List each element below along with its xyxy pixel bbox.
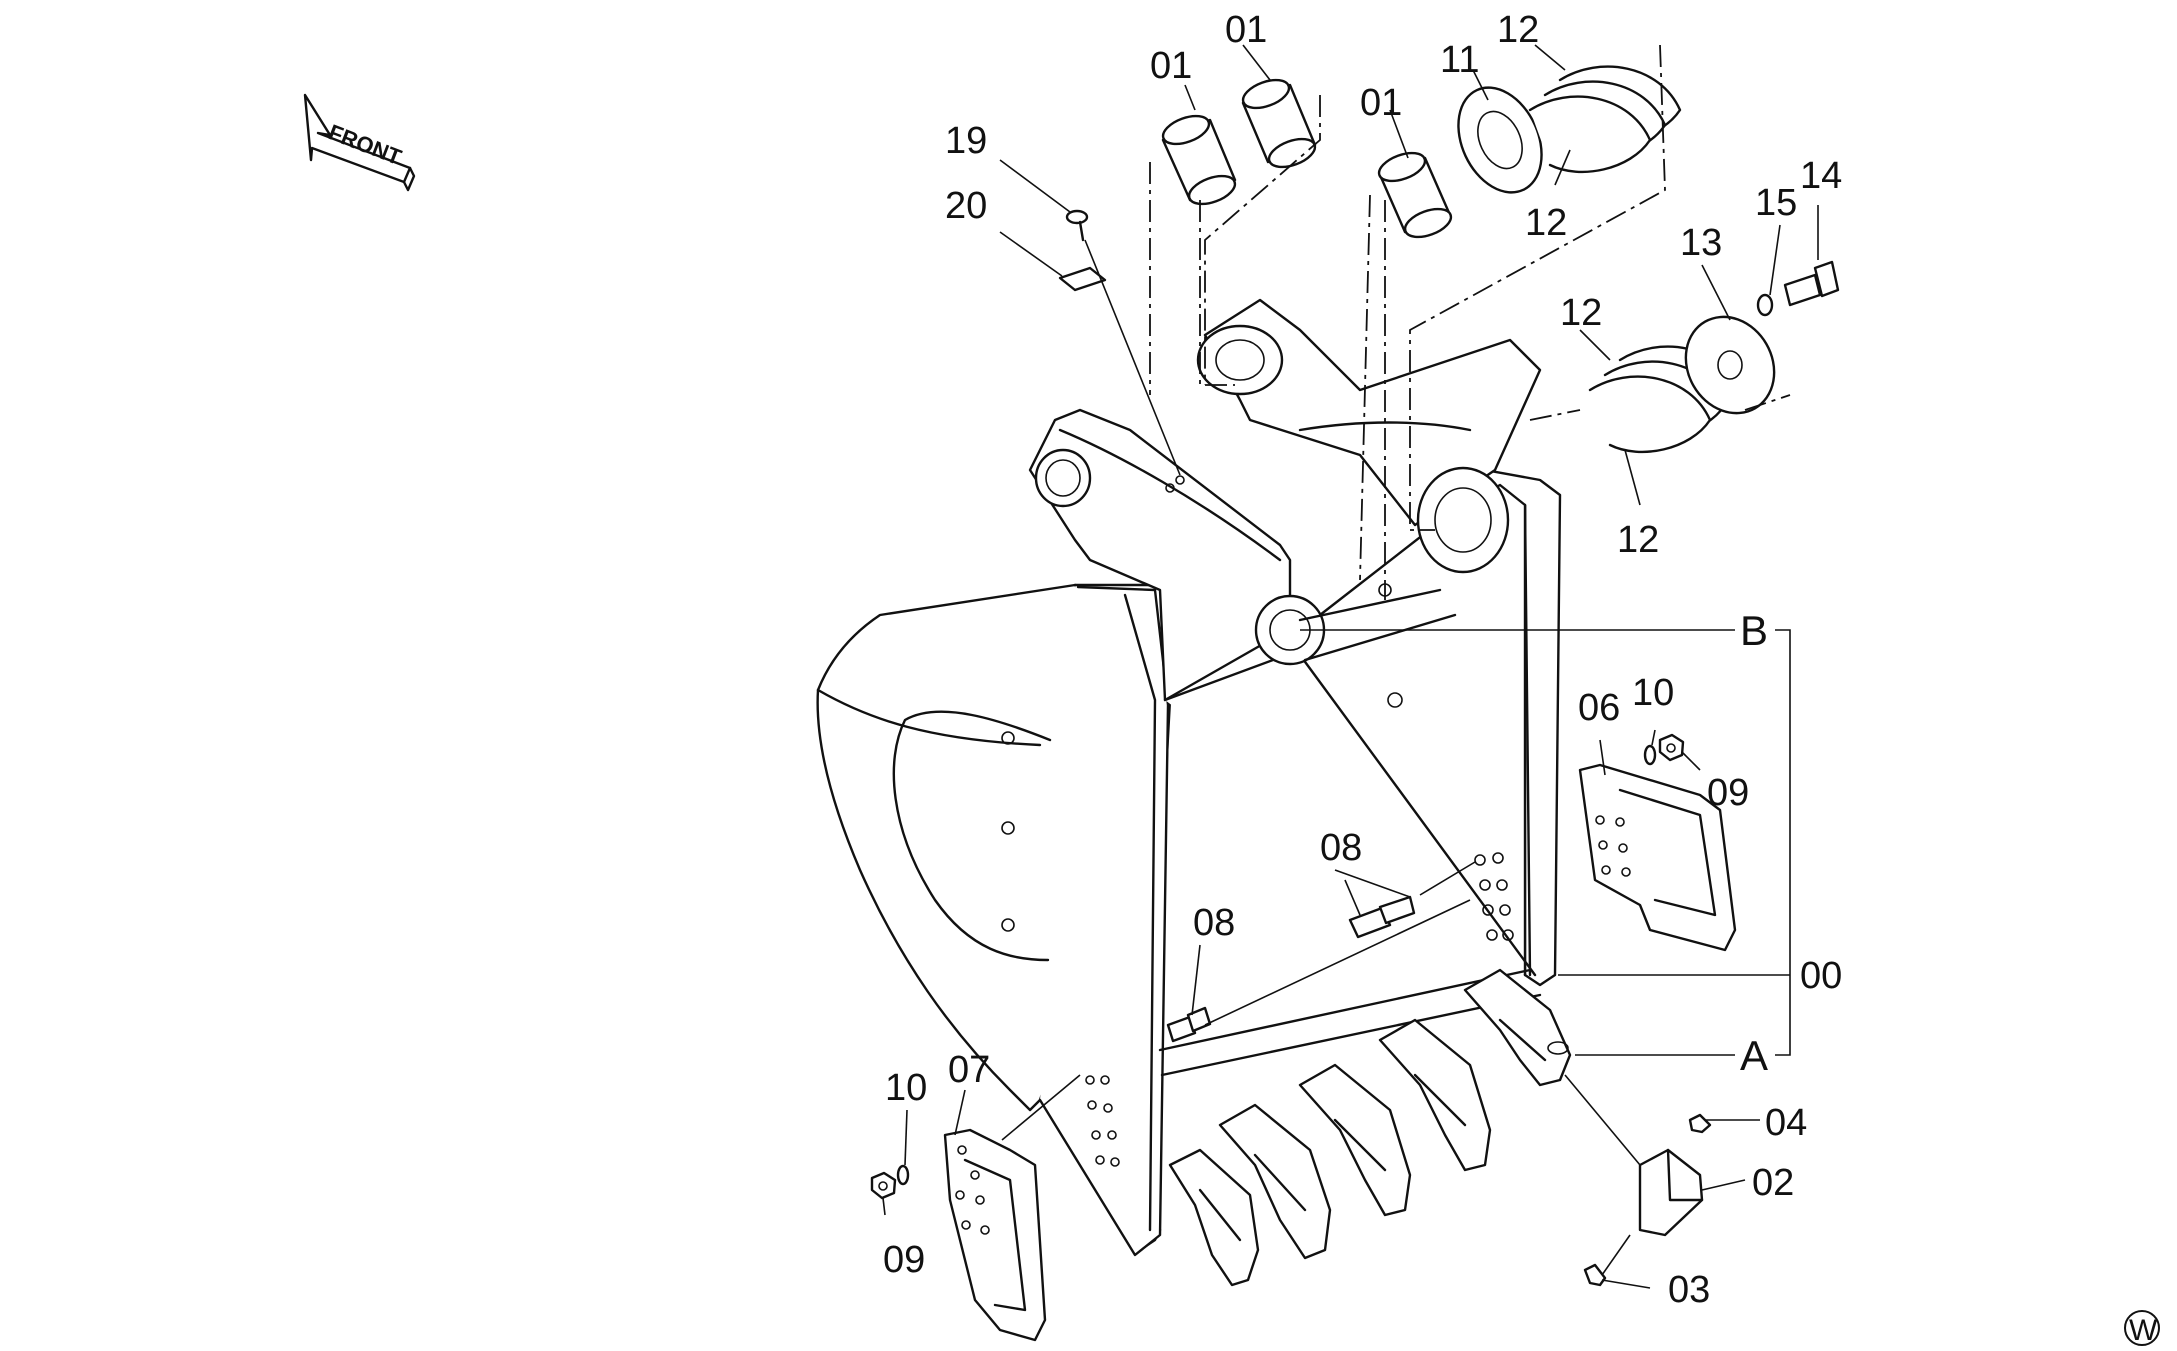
label-B: B xyxy=(1740,607,1768,654)
assembly-centerlines xyxy=(1149,44,1791,600)
bolt-08-lower xyxy=(1166,1006,1212,1043)
callout-00: 00 xyxy=(1800,955,1842,997)
lock-04 xyxy=(1688,1113,1712,1134)
watermark-letter: W xyxy=(2129,1314,2158,1347)
label-A: A xyxy=(1740,1032,1768,1079)
callout-01a: 01 xyxy=(1150,45,1192,87)
callout-11: 11 xyxy=(1440,39,1479,81)
callout-03: 03 xyxy=(1668,1269,1710,1311)
callout-02: 02 xyxy=(1752,1162,1794,1204)
side-edge-holes-left xyxy=(1085,1075,1120,1167)
callout-10a: 10 xyxy=(1632,672,1674,714)
pin-03 xyxy=(1583,1263,1607,1287)
washer-10-right xyxy=(1643,744,1657,766)
callout-01b: 01 xyxy=(1225,9,1267,51)
callout-20: 20 xyxy=(945,185,987,227)
plate-20 xyxy=(1058,266,1107,292)
screw-19 xyxy=(1065,209,1089,242)
callout-09b: 09 xyxy=(883,1239,925,1281)
front-direction-arrow: FRONT xyxy=(303,93,416,192)
watermark-mark: W xyxy=(2124,1310,2160,1347)
washer-11 xyxy=(1457,86,1543,194)
callout-10b: 10 xyxy=(885,1067,927,1109)
bushing-01b xyxy=(1241,78,1317,169)
callout-04: 04 xyxy=(1765,1102,1807,1144)
leader-lines xyxy=(882,44,1819,1289)
bushing-01c xyxy=(1377,151,1453,239)
side-cutter-07 xyxy=(943,1128,1047,1342)
tooth-point-02 xyxy=(1638,1148,1704,1237)
nut-09-right xyxy=(1658,733,1685,762)
side-cutter-06 xyxy=(1578,763,1737,952)
bucket-body xyxy=(816,298,1562,1257)
callout-19: 19 xyxy=(945,120,987,162)
callout-07: 07 xyxy=(948,1049,990,1091)
nut-09-left xyxy=(870,1171,897,1200)
plate-13 xyxy=(1684,315,1776,415)
bolt-08-upper xyxy=(1348,895,1416,939)
callout-06: 06 xyxy=(1578,687,1620,729)
callout-labels: 01 01 01 11 12 12 12 12 13 14 15 19 20 0… xyxy=(883,9,1842,1311)
callout-12c: 12 xyxy=(1560,292,1602,334)
bushing-01a xyxy=(1161,114,1237,206)
shims-12-upper xyxy=(1528,65,1682,173)
callout-08b: 08 xyxy=(1193,902,1235,944)
callout-14: 14 xyxy=(1800,155,1842,197)
bolt-14 xyxy=(1783,260,1840,307)
callout-12a: 12 xyxy=(1497,9,1539,51)
side-edge-holes-right xyxy=(1474,852,1514,941)
bucket-teeth xyxy=(1168,968,1572,1287)
callout-09a: 09 xyxy=(1707,772,1749,814)
callout-08a: 08 xyxy=(1320,827,1362,869)
washer-15 xyxy=(1756,293,1774,317)
callout-13: 13 xyxy=(1680,222,1722,264)
callout-12d: 12 xyxy=(1617,519,1659,561)
washer-10-left xyxy=(896,1164,910,1186)
callout-15: 15 xyxy=(1755,182,1797,224)
callout-12b: 12 xyxy=(1525,202,1567,244)
callout-01c: 01 xyxy=(1360,82,1402,124)
